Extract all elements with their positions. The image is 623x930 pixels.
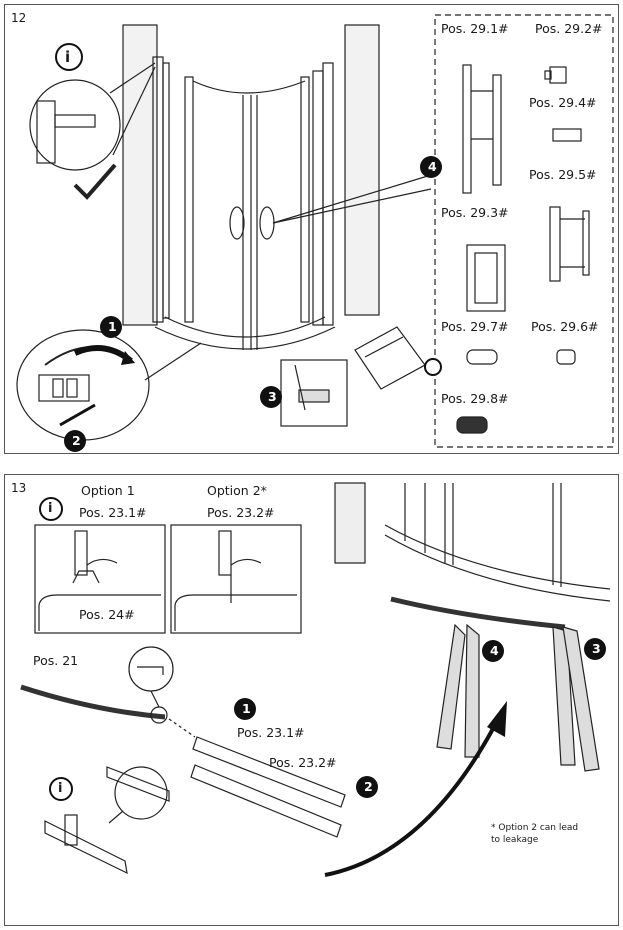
seal-label-2: Pos. 23.2# [269, 755, 337, 770]
part-label-29-6: Pos. 29.6# [531, 319, 599, 334]
callout-4: 4 [428, 159, 437, 174]
callout-2: 2 [364, 779, 373, 794]
option-1-part-label: Pos. 24# [79, 607, 135, 622]
step-12-panel: 12 [4, 4, 619, 454]
part-label-29-8: Pos. 29.8# [441, 391, 509, 406]
info-icon: i [58, 781, 63, 796]
seal-label-1: Pos. 23.1# [237, 725, 305, 740]
option-1-title: Option 1 [81, 483, 135, 498]
step-number: 12 [11, 11, 27, 25]
part-label-29-2: Pos. 29.2# [535, 21, 603, 36]
callouts-13 [39, 497, 606, 801]
part-label-29-4: Pos. 29.4# [529, 95, 597, 110]
footnote-line-1: * Option 2 can lead [491, 823, 579, 833]
callouts-12 [55, 43, 442, 452]
part-label-29-5: Pos. 29.5# [529, 167, 597, 182]
callout-3: 3 [268, 389, 277, 404]
option-1-seal-label: Pos. 23.1# [79, 505, 147, 520]
callout-1: 1 [108, 319, 117, 334]
part-label-29-7: Pos. 29.7# [441, 319, 509, 334]
part-label-29-3: Pos. 29.3# [441, 205, 509, 220]
callout-4: 4 [490, 643, 499, 658]
step-13-panel: 13 [4, 474, 619, 926]
shower-enclosure-drawing [16, 14, 614, 452]
profile-label: Pos. 21 [33, 653, 79, 668]
callout-3: 3 [592, 641, 601, 656]
option-2-seal-label: Pos. 23.2# [207, 505, 275, 520]
callout-1: 1 [242, 701, 251, 716]
option-2-title: Option 2* [207, 483, 267, 498]
part-label-29-1: Pos. 29.1# [441, 21, 509, 36]
info-icon: i [48, 501, 53, 516]
info-icon: i [65, 48, 71, 66]
footnote-line-2: to leakage [491, 835, 539, 845]
callout-2: 2 [72, 433, 81, 448]
seal-installation-drawing [20, 482, 611, 877]
step-number: 13 [11, 481, 27, 495]
